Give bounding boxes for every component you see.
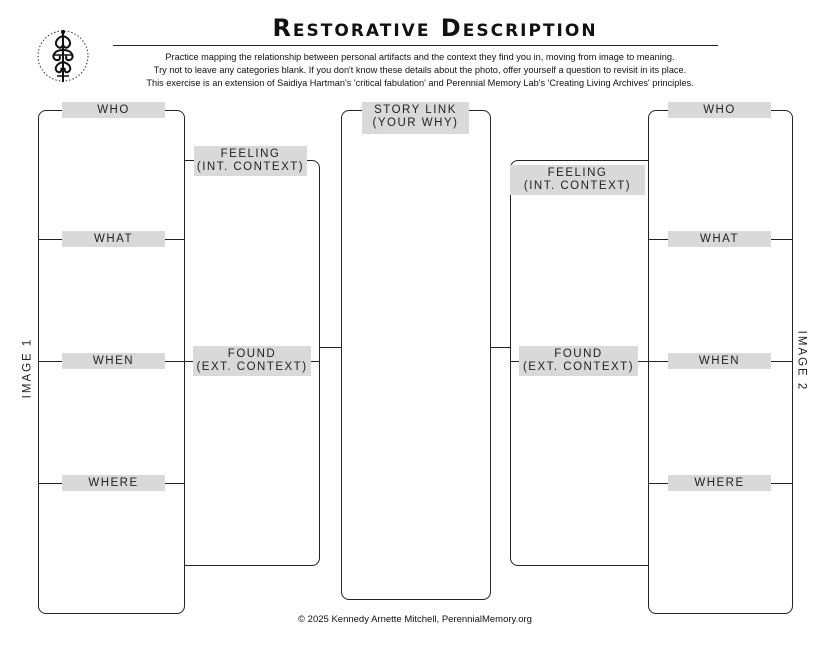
context2-found-label: FOUND (EXT. CONTEXT) [519, 346, 638, 376]
context2-box[interactable] [510, 160, 648, 566]
copyright-footer: © 2025 Kennedy Arnette Mitchell, Perenni… [298, 614, 532, 625]
context1-found-line2: (EXT. CONTEXT) [196, 361, 308, 373]
image1-what-label: WHAT [62, 231, 165, 247]
image1-where-label: WHERE [62, 475, 165, 491]
page-title: Restorative Description [272, 14, 598, 42]
title-divider [113, 45, 718, 46]
instruction-line: This exercise is an extension of Saidiya… [146, 78, 694, 88]
image2-when-label: WHEN [668, 353, 771, 369]
story-link-line1: STORY LINK [374, 104, 457, 116]
ornamental-emblem-icon [37, 30, 89, 82]
connector-right [491, 347, 510, 348]
image2-side-label: IMAGE 2 [795, 330, 808, 392]
instruction-line: Practice mapping the relationship betwee… [165, 52, 675, 62]
context1-feeling-line2: (INT. CONTEXT) [196, 161, 305, 173]
context2-feeling-line2: (INT. CONTEXT) [523, 180, 632, 192]
story-link-box[interactable] [341, 110, 491, 600]
image2-where-label: WHERE [668, 475, 771, 491]
story-link-label: STORY LINK (YOUR WHY) [362, 102, 469, 134]
context1-found-line1: FOUND [227, 348, 277, 360]
connector-left [320, 347, 341, 348]
context2-feeling-line1: FEELING [547, 167, 608, 179]
context2-feeling-label: FEELING (INT. CONTEXT) [510, 165, 645, 195]
image2-what-label: WHAT [668, 231, 771, 247]
image2-who-label: WHO [668, 102, 771, 118]
image1-side-label: IMAGE 1 [21, 337, 34, 399]
context1-found-label: FOUND (EXT. CONTEXT) [193, 346, 311, 376]
instruction-line: Try not to leave any categories blank. I… [153, 65, 687, 75]
instructions: Practice mapping the relationship betwee… [100, 51, 740, 90]
story-link-line2: (YOUR WHY) [372, 117, 459, 129]
logo [36, 28, 90, 84]
context2-found-line1: FOUND [554, 348, 603, 360]
context1-feeling-line1: FEELING [220, 148, 281, 160]
context2-found-line2: (EXT. CONTEXT) [522, 361, 635, 373]
image1-when-label: WHEN [62, 353, 165, 369]
context1-feeling-label: FEELING (INT. CONTEXT) [194, 146, 307, 176]
image1-who-label: WHO [62, 102, 165, 118]
